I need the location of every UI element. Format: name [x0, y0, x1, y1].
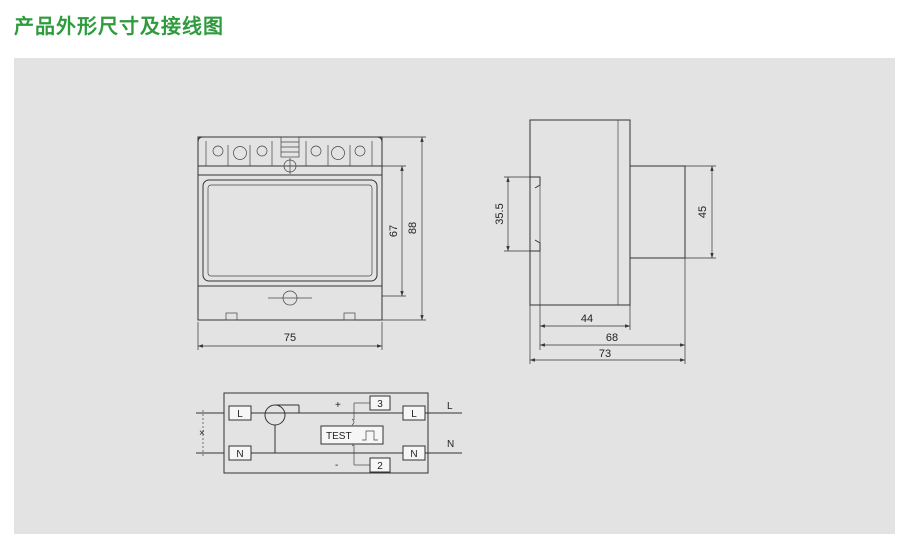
current-transformer [264, 404, 286, 426]
dim-height-67-label: 67 [388, 225, 400, 237]
terminal-screw [256, 145, 268, 157]
dim-width-label: 75 [284, 332, 296, 344]
page-title: 产品外形尺寸及接线图 [14, 14, 224, 38]
pulse-minus-sign: - [335, 460, 338, 471]
dim-depth-68-label: 68 [606, 332, 618, 344]
terminal-N-out-label: N [410, 449, 417, 460]
meter-box [223, 392, 429, 474]
line-L-label: L [447, 401, 453, 412]
front-protrusion [630, 165, 686, 259]
display-window-outer [202, 179, 378, 282]
drawing-panel [14, 58, 895, 534]
display-window-inner [207, 184, 373, 277]
cross-mark: × [199, 428, 205, 439]
dim-body-height-label: 45 [697, 206, 709, 218]
test-label: TEST [326, 431, 352, 442]
side-body [529, 119, 631, 306]
pulse-terminal-2-label: 2 [377, 461, 383, 472]
terminal-L-in-label: L [237, 409, 243, 420]
wiring-diagram: × L N + 3 - 2 TEST L N [196, 392, 462, 474]
pulse-terminal-3-label: 3 [377, 399, 383, 410]
dim-depth-44-label: 44 [581, 313, 593, 325]
rail-notch [530, 176, 541, 252]
dim-depth-73-label: 73 [599, 348, 611, 360]
pulse-plus-sign: + [335, 400, 341, 411]
pulse-waveform-icon [362, 430, 378, 441]
test-indicator [320, 425, 384, 445]
pulse-terminal-2 [369, 457, 391, 473]
line-N-label: N [447, 439, 454, 450]
terminal-screw [212, 145, 224, 157]
pulse-terminal-3 [369, 395, 391, 411]
dim-height-88-label: 88 [407, 222, 419, 234]
terminal-screw [233, 146, 247, 160]
front-view: 75 67 88 [197, 136, 426, 350]
terminal-screw [310, 145, 322, 157]
side-view: 35.5 45 44 68 73 [494, 119, 716, 364]
terminal-N-in-label: N [236, 449, 243, 460]
terminal-screw [331, 146, 345, 160]
terminal-screw [354, 145, 366, 157]
dim-rail-label: 35.5 [494, 203, 506, 224]
terminal-L-out-label: L [411, 409, 417, 420]
